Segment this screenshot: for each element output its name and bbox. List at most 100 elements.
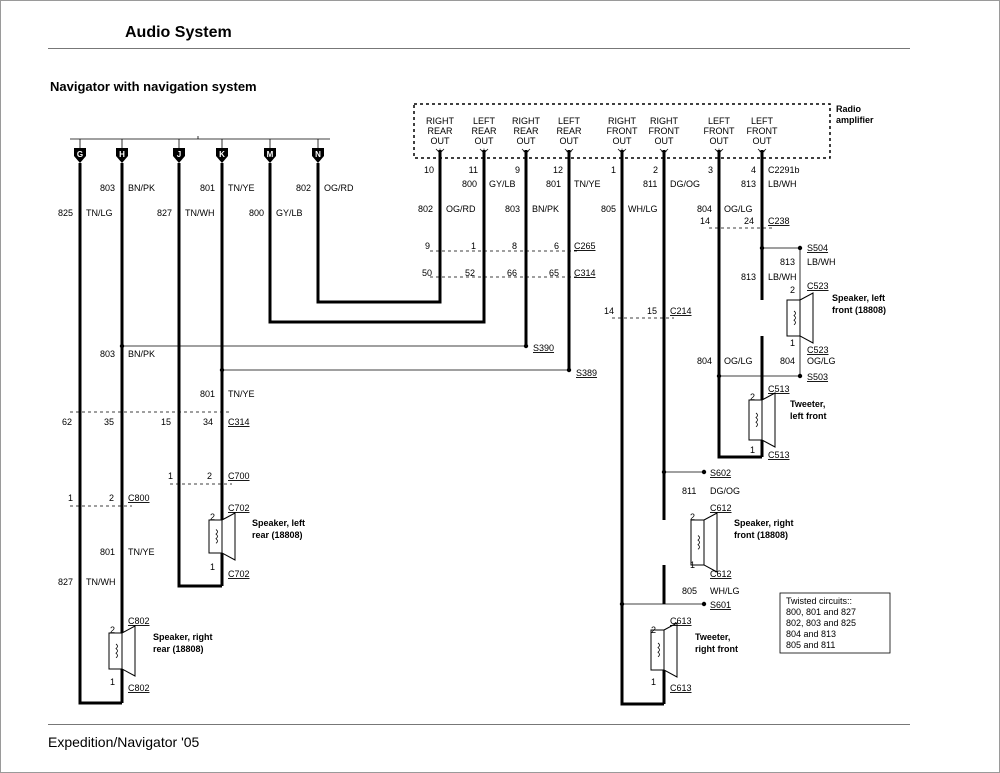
- c700-pin-2: 2: [207, 471, 212, 481]
- terminal-k-flag: [216, 148, 228, 163]
- label-801-color: TN/YE: [574, 179, 601, 189]
- label-803-color: BN/PK: [532, 204, 559, 214]
- rft-top-connector: C613: [670, 616, 692, 626]
- c700-pin-1: 1: [168, 471, 173, 481]
- c265-pin-9: 9: [425, 241, 430, 251]
- twisted-note-title: Twisted circuits::: [786, 596, 852, 606]
- terminal-n-letter: N: [315, 150, 321, 159]
- label-lf-804b-color: OG/LG: [807, 356, 836, 366]
- amp-output-pin: 4: [751, 165, 756, 175]
- amp-output-label: OUT: [475, 136, 495, 146]
- label-g-color: TN/LG: [86, 208, 113, 218]
- lr-pin-1: 1: [210, 562, 215, 572]
- amp-output-label: FRONT: [649, 126, 680, 136]
- amp-output-pin: 2: [653, 165, 658, 175]
- label-lf-813b: 813: [741, 272, 756, 282]
- lft-name-1: Tweeter,: [790, 399, 825, 409]
- lr-name-2: rear (18808): [252, 530, 303, 540]
- c314-pin-65: 65: [549, 268, 559, 278]
- label-lf-804a-color: OG/LG: [724, 356, 753, 366]
- amp-output-label: RIGHT: [608, 116, 637, 126]
- lft-pin-1: 1: [750, 445, 755, 455]
- terminal-g-letter: G: [77, 150, 83, 159]
- c800-pin-1: 1: [68, 493, 73, 503]
- terminal-h-flag: [116, 148, 128, 163]
- amp-output-label: OUT: [560, 136, 580, 146]
- wire-805: [620, 150, 664, 706]
- label-g-825: 825: [58, 208, 73, 218]
- tweeter-left-front-icon: [748, 392, 776, 448]
- label-802: 802: [418, 204, 433, 214]
- label-j-827: 827: [157, 208, 172, 218]
- lr-name-1: Speaker, left: [252, 518, 305, 528]
- c314-pin-66: 66: [507, 268, 517, 278]
- rf-name-2: front (18808): [734, 530, 788, 540]
- amp-output-label: OUT: [613, 136, 633, 146]
- amp-output-pin: 9: [515, 165, 520, 175]
- amp-output-label: LEFT: [708, 116, 731, 126]
- amp-output-label: FRONT: [607, 126, 638, 136]
- rft-pin-1: 1: [651, 677, 656, 687]
- connector-c238: C238: [768, 216, 790, 226]
- connector-c314-left: C314: [228, 417, 250, 427]
- label-low-801: 801: [100, 547, 115, 557]
- terminal-h-letter: H: [119, 150, 125, 159]
- label-813-color: LB/WH: [768, 179, 797, 189]
- terminal-j-flag: [173, 148, 185, 163]
- label-bus-803: 803: [100, 349, 115, 359]
- amplifier-connector: C2291b: [768, 165, 800, 175]
- label-813: 813: [741, 179, 756, 189]
- section-title: Audio System: [125, 24, 232, 41]
- lf-name-2: front (18808): [832, 305, 886, 315]
- amp-output-label: REAR: [513, 126, 539, 136]
- label-811: 811: [643, 179, 657, 189]
- lft-name-2: left front: [790, 411, 827, 421]
- c314-pin-50: 50: [422, 268, 432, 278]
- splice-s390: S390: [533, 343, 554, 353]
- twisted-note-line-3: 804 and 813: [786, 629, 836, 639]
- connector-c265: C265: [574, 241, 596, 251]
- label-rf-805: 805: [682, 586, 697, 596]
- label-803: 803: [505, 204, 520, 214]
- amp-output-label: LEFT: [473, 116, 496, 126]
- splice-s504: S504: [807, 243, 828, 253]
- label-low-827-color: TN/WH: [86, 577, 116, 587]
- amp-output-label: FRONT: [704, 126, 735, 136]
- c314-pin-52: 52: [465, 268, 475, 278]
- rr-top-connector: C802: [128, 616, 150, 626]
- amp-output-pin: 12: [553, 165, 563, 175]
- connector-c700: C700: [228, 471, 250, 481]
- label-low-827: 827: [58, 577, 73, 587]
- amplifier-outputs: RIGHTREAROUT+10LEFTREAROUT+11RIGHTREAROU…: [424, 116, 778, 175]
- splice-s389: S389: [576, 368, 597, 378]
- label-rf-811-color: DG/OG: [710, 486, 740, 496]
- amp-output-label: LEFT: [558, 116, 581, 126]
- rf-name-1: Speaker, right: [734, 518, 794, 528]
- amp-output-label: OUT: [753, 136, 773, 146]
- label-805-color: WH/LG: [628, 204, 658, 214]
- label-n-802: 802: [296, 183, 311, 193]
- label-bus-801-color: TN/YE: [228, 389, 255, 399]
- rr-name-1: Speaker, right: [153, 632, 213, 642]
- lft-bottom-connector: C513: [768, 450, 790, 460]
- wire-m-800: [268, 150, 486, 324]
- terminal-m-flag: [264, 148, 276, 163]
- footer-text: Expedition/Navigator '05: [48, 734, 200, 750]
- label-lf-813a-color: LB/WH: [807, 257, 836, 267]
- rf-pin-1: 1: [690, 560, 695, 570]
- label-low-801-color: TN/YE: [128, 547, 155, 557]
- lf-bottom-connector: C523: [807, 345, 829, 355]
- amp-output-label: LEFT: [751, 116, 774, 126]
- amp-output-pin: 1: [611, 165, 616, 175]
- c314-pin-34: 34: [203, 417, 213, 427]
- lr-bottom-connector: C702: [228, 569, 250, 579]
- c265-pin-8: 8: [512, 241, 517, 251]
- lf-pin-1: 1: [790, 338, 795, 348]
- amp-output-label: REAR: [427, 126, 453, 136]
- label-802-color: OG/RD: [446, 204, 476, 214]
- connector-c314-amp: C314: [574, 268, 596, 278]
- label-lf-813a: 813: [780, 257, 795, 267]
- label-n-color: OG/RD: [324, 183, 354, 193]
- rft-name-1: Tweeter,: [695, 632, 730, 642]
